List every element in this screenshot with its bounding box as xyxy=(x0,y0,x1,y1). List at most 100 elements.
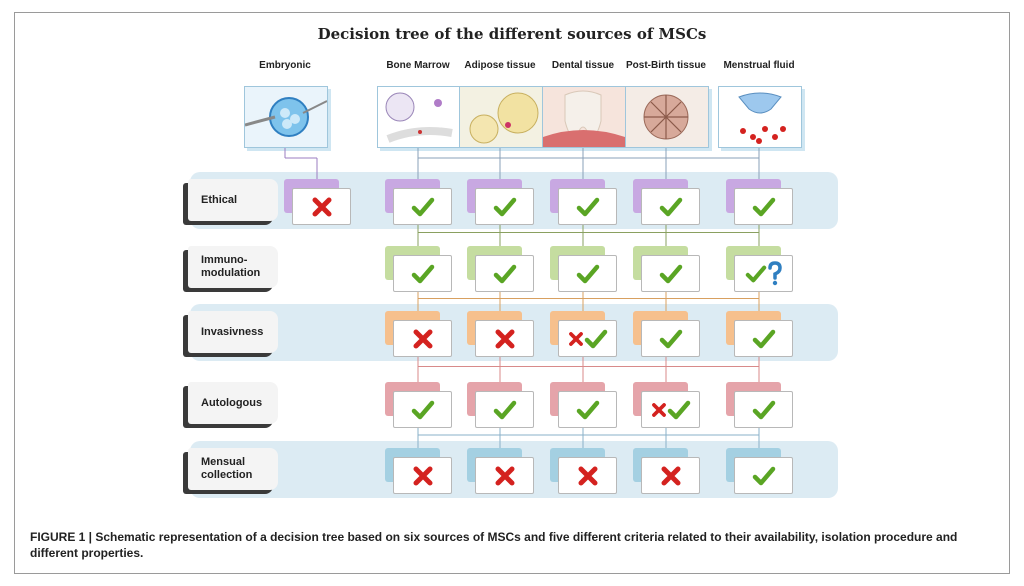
decision-cell xyxy=(726,311,793,357)
source-label: Adipose tissue xyxy=(464,60,536,71)
criterion-label: Invasivness xyxy=(188,311,278,353)
cell-card xyxy=(641,188,700,225)
decision-cell xyxy=(633,246,700,292)
cell-card xyxy=(641,255,700,292)
decision-cell xyxy=(385,179,452,225)
placenta-icon xyxy=(625,86,709,148)
cell-card xyxy=(734,391,793,428)
decision-cell xyxy=(385,448,452,494)
cell-card xyxy=(393,255,452,292)
cell-card xyxy=(734,320,793,357)
decision-cell xyxy=(467,179,534,225)
check-icon xyxy=(667,400,690,419)
decision-cell xyxy=(467,311,534,357)
check-icon xyxy=(752,400,775,419)
source-label: Bone Marrow xyxy=(386,60,450,71)
source-label: Dental tissue xyxy=(551,60,615,71)
decision-cell xyxy=(550,246,617,292)
cell-card xyxy=(475,457,534,494)
decision-cell xyxy=(284,179,351,225)
check-icon xyxy=(659,264,682,283)
criterion-label: Autologous xyxy=(188,382,278,424)
cross-icon xyxy=(495,329,514,348)
adipose-icon xyxy=(459,86,543,148)
cell-card xyxy=(734,188,793,225)
decision-cell xyxy=(385,311,452,357)
decision-cell xyxy=(726,179,793,225)
cell-card xyxy=(292,188,351,225)
source-label: Embryonic xyxy=(259,60,311,71)
check-icon xyxy=(752,329,775,348)
cell-card xyxy=(734,255,793,292)
decision-cell xyxy=(550,311,617,357)
cell-card xyxy=(641,457,700,494)
diagram-title: Decision tree of the different sources o… xyxy=(317,25,707,43)
criterion-text: Immuno- modulation xyxy=(201,254,261,279)
cross-icon xyxy=(661,466,680,485)
cell-card xyxy=(393,457,452,494)
check-icon xyxy=(659,329,682,348)
check-icon xyxy=(411,264,434,283)
cross-icon xyxy=(651,402,666,417)
cell-card xyxy=(558,320,617,357)
criterion-text: Ethical xyxy=(201,193,238,206)
criterion-text: Mensual collection xyxy=(201,456,253,481)
cell-card xyxy=(734,457,793,494)
embryo-icon xyxy=(244,86,328,148)
criterion-label: Ethical xyxy=(188,179,278,221)
decision-cell xyxy=(550,382,617,428)
cell-card xyxy=(475,188,534,225)
cell-card xyxy=(393,188,452,225)
cross-icon xyxy=(578,466,597,485)
check-icon xyxy=(576,197,599,216)
cell-card xyxy=(558,188,617,225)
decision-cell xyxy=(550,448,617,494)
cross-icon xyxy=(413,329,432,348)
cell-card xyxy=(475,255,534,292)
tooth-icon xyxy=(542,86,626,148)
cross-icon xyxy=(312,197,331,216)
cell-card xyxy=(641,391,700,428)
cell-card xyxy=(393,391,452,428)
bone-marrow-icon xyxy=(377,86,461,148)
check-icon xyxy=(752,466,775,485)
cross-icon xyxy=(413,466,432,485)
decision-cell xyxy=(550,179,617,225)
decision-cell xyxy=(467,246,534,292)
check-icon xyxy=(584,329,607,348)
cell-card xyxy=(475,391,534,428)
cross-icon xyxy=(568,331,583,346)
check-icon xyxy=(411,400,434,419)
check-icon xyxy=(493,264,516,283)
check-icon xyxy=(576,264,599,283)
decision-cell xyxy=(633,382,700,428)
cell-card xyxy=(641,320,700,357)
cell-card xyxy=(558,255,617,292)
cell-card xyxy=(558,457,617,494)
cross-icon xyxy=(495,466,514,485)
uterus-icon xyxy=(718,86,802,148)
decision-cell xyxy=(726,448,793,494)
question-icon xyxy=(767,260,782,285)
check-icon xyxy=(659,197,682,216)
decision-cell xyxy=(633,311,700,357)
source-label: Menstrual fluid xyxy=(723,60,795,71)
decision-cell xyxy=(726,382,793,428)
criterion-text: Autologous xyxy=(201,396,263,409)
source-label: Post-Birth tissue xyxy=(625,60,706,71)
decision-cell xyxy=(467,382,534,428)
figure-caption: FIGURE 1 | Schematic representation of a… xyxy=(30,530,958,560)
decision-cell xyxy=(385,382,452,428)
check-icon xyxy=(493,197,516,216)
cell-card xyxy=(475,320,534,357)
check-icon xyxy=(745,265,766,282)
decision-cell xyxy=(467,448,534,494)
cell-card xyxy=(558,391,617,428)
cell-card xyxy=(393,320,452,357)
check-icon xyxy=(411,197,434,216)
check-icon xyxy=(576,400,599,419)
criterion-text: Invasivness xyxy=(201,325,264,338)
decision-cell xyxy=(385,246,452,292)
decision-cell xyxy=(726,246,793,292)
decision-cell xyxy=(633,448,700,494)
